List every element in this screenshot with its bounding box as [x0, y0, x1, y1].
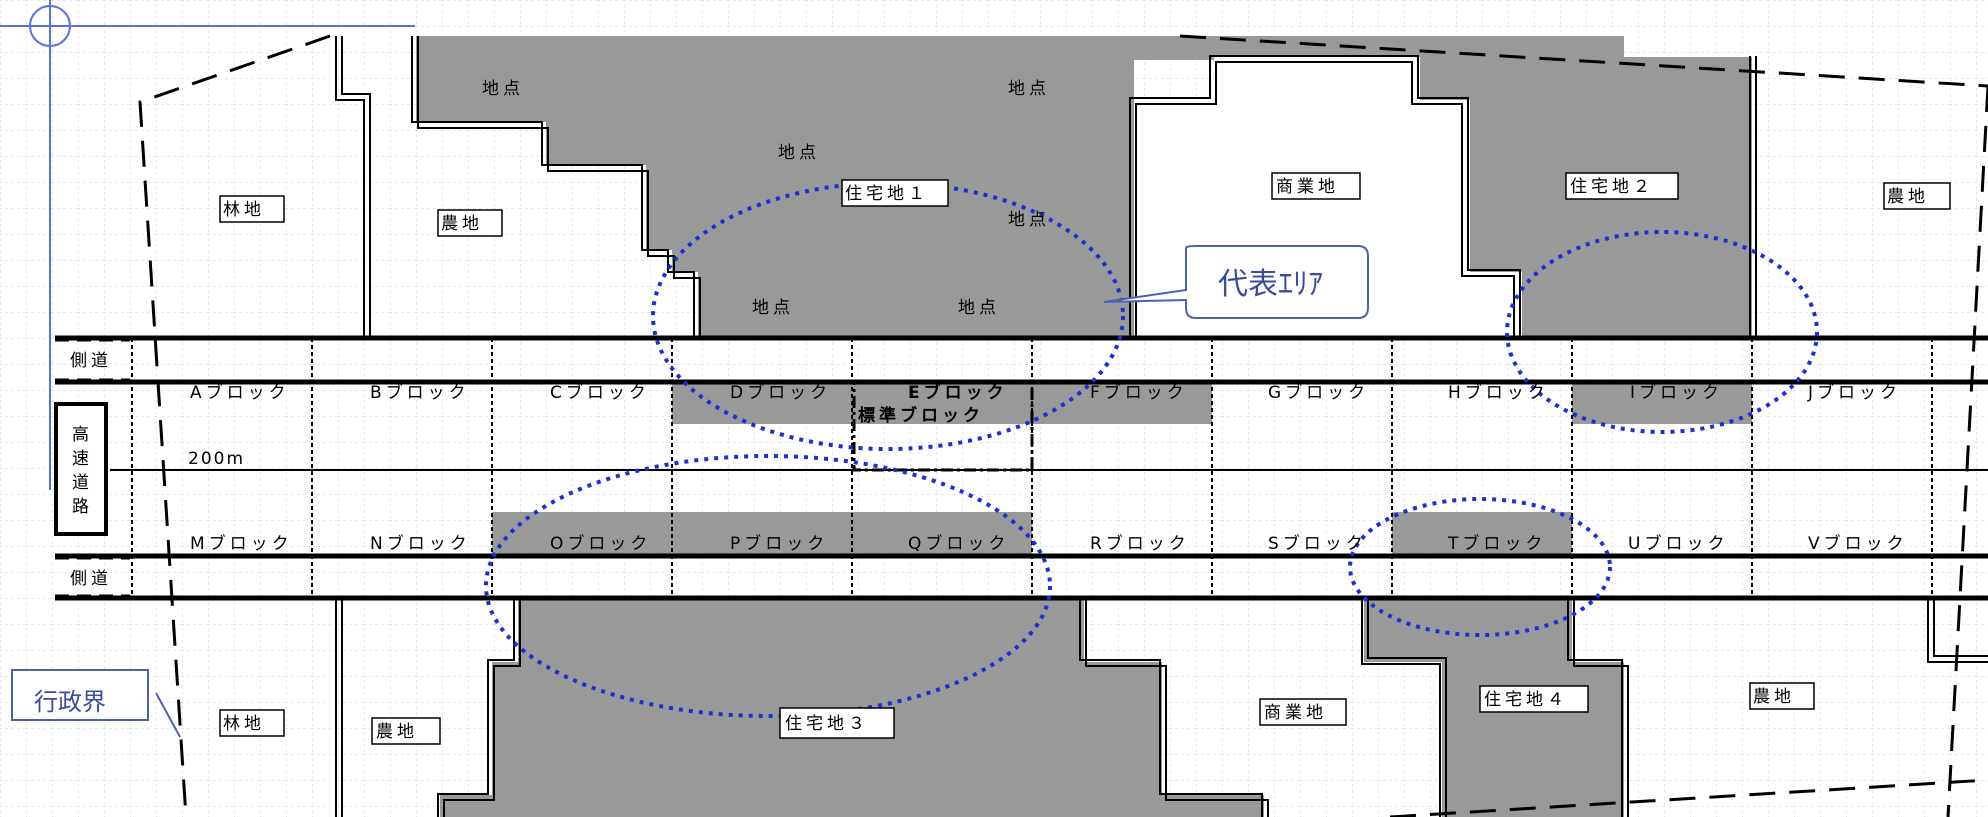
zone-boundaries-top: [335, 36, 1757, 338]
residential-zone-3: [440, 597, 1264, 817]
area-circle-i-block: [1505, 230, 1819, 434]
point-label-6: 地点: [958, 298, 1000, 318]
zone-label-residential-1: 住宅地１: [845, 184, 929, 204]
block-label-n: Nブロック: [370, 533, 471, 554]
area-circle-t-block: [1348, 497, 1612, 637]
callout-box-admin: [11, 669, 149, 721]
point-label-1: 地点: [482, 79, 524, 99]
zone-label-residential-2: 住宅地２: [1570, 177, 1654, 197]
block-label-u: Uブロック: [1628, 533, 1728, 554]
callout-representative-text: 代表ｴﾘｱ: [1218, 267, 1323, 302]
block-label-g: Gブロック: [1268, 382, 1369, 403]
block-label-i: Iブロック: [1630, 382, 1723, 403]
point-label-2: 地点: [1008, 79, 1050, 99]
zone-boundaries-bottom: [335, 600, 1988, 817]
zone-label-farm-3: 農地: [376, 722, 418, 742]
highway-char-2: 速: [72, 449, 93, 469]
block-label-o: Oブロック: [550, 533, 651, 554]
zone-label-commercial-2: 商業地: [1264, 703, 1327, 723]
guide-mark: [0, 0, 415, 490]
block-label-t: Tブロック: [1447, 533, 1546, 554]
shade-i-block: [1572, 382, 1752, 424]
shade-f-block: [1032, 382, 1212, 424]
shade-p-block: [672, 512, 852, 554]
block-label-b: Bブロック: [370, 382, 470, 403]
side-road-label-top: 側道: [70, 351, 112, 371]
block-label-e: Eブロック: [908, 382, 1008, 403]
residential-zone-1: [416, 36, 1624, 338]
highway-box: [54, 402, 108, 536]
callout-leader-admin: [155, 692, 181, 738]
zone-label-farm-4: 農地: [1753, 687, 1795, 707]
zone-label-residential-3: 住宅地３: [785, 714, 869, 734]
block-label-h: Hブロック: [1448, 382, 1549, 403]
block-label-v: Vブロック: [1808, 533, 1908, 554]
road-lines: [55, 335, 1988, 601]
shade-e-block: [852, 382, 1032, 424]
block-label-d: Dブロック: [730, 382, 831, 403]
point-label-4: 地点: [1008, 210, 1050, 230]
block-label-p: Pブロック: [730, 533, 828, 554]
block-label-s: Sブロック: [1268, 533, 1367, 554]
side-road-label-bottom: 側道: [70, 569, 112, 589]
shade-o-block: [492, 512, 672, 554]
block-label-m: Mブロック: [190, 533, 293, 554]
administrative-boundary: [138, 34, 1988, 817]
highway-char-4: 路: [72, 497, 93, 517]
block-label-q: Qブロック: [908, 533, 1009, 554]
shade-t-block: [1392, 512, 1572, 554]
zone-label-commercial-1: 商業地: [1276, 177, 1339, 197]
point-label-5: 地点: [752, 298, 794, 318]
standard-block-frame: [852, 380, 1034, 472]
block-label-c: Cブロック: [550, 382, 650, 403]
block-label-r: Rブロック: [1090, 533, 1190, 554]
block-label-j: Jブロック: [1807, 382, 1901, 403]
block-label-a: Aブロック: [190, 382, 290, 403]
callout-admin-text: 行政界: [34, 688, 106, 716]
zone-label-farm-1: 農地: [441, 214, 483, 234]
zone-label-farm-2: 農地: [1887, 187, 1929, 207]
point-label-3: 地点: [778, 143, 820, 163]
shade-d-block: [672, 382, 852, 424]
zone-label-forest-2: 林地: [223, 714, 265, 734]
standard-block-label: 標準ブロック: [858, 405, 984, 426]
side-road-dashes: [55, 338, 130, 598]
zone-label-boxes: [219, 172, 1951, 745]
zone-label-forest-1: 林地: [223, 200, 265, 220]
shade-q-block: [852, 512, 1032, 554]
block-label-f: Fブロック: [1090, 382, 1188, 403]
distance-label: 200m: [188, 449, 245, 469]
area-circle-pq-block: [484, 454, 1052, 718]
callout-bubble-representative: [1103, 245, 1369, 319]
zone-label-residential-4: 住宅地４: [1484, 690, 1568, 710]
highway-char-3: 道: [72, 473, 93, 493]
highway-char-1: 高: [72, 425, 93, 445]
